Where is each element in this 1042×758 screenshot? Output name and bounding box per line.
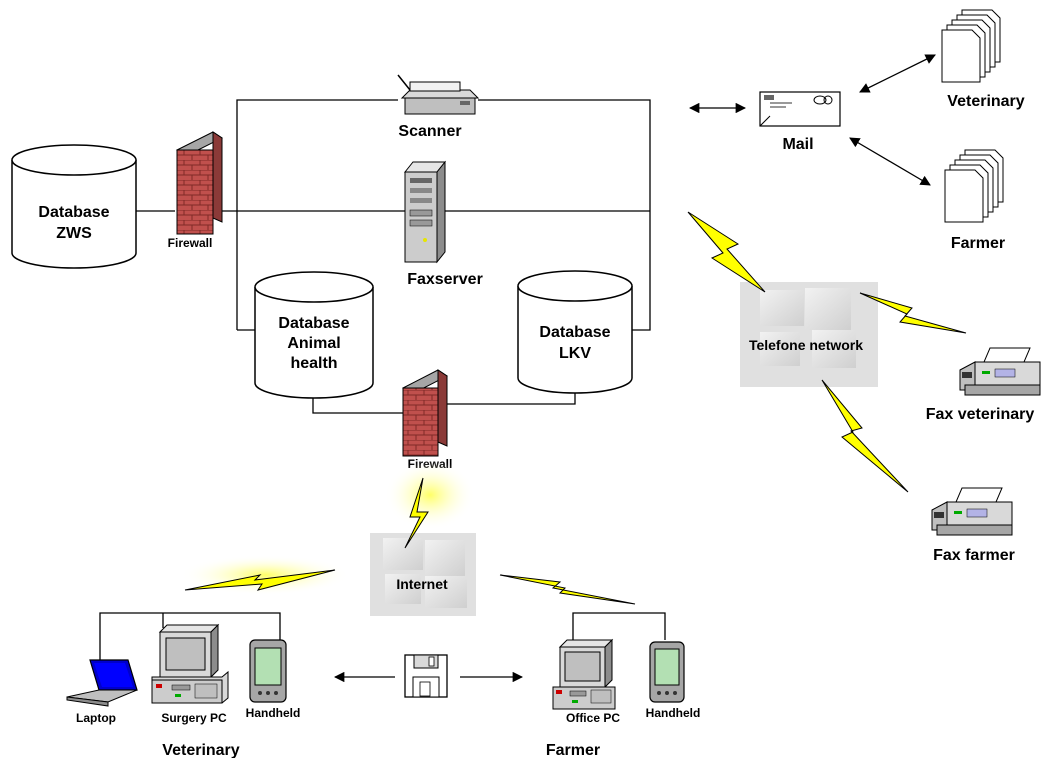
document-veterinary-label: Veterinary (947, 93, 1024, 110)
envelope-icon (759, 91, 841, 127)
desktop-pc-icon (151, 623, 229, 704)
internet: Internet (370, 460, 476, 616)
firewall-bottom: Firewall (402, 369, 452, 471)
firewall-icon (402, 387, 439, 457)
firewall-top-label: Firewall (168, 236, 213, 250)
line-vet-lan (99, 612, 281, 665)
arrow-mail-farmer (849, 137, 931, 186)
laptop-icon (66, 659, 138, 707)
handheld-icon (249, 639, 287, 703)
firewall-top: Firewall (168, 131, 223, 250)
fax-farmer-label: Fax farmer (933, 547, 1015, 564)
database-zws-label-2: ZWS (56, 225, 92, 242)
network-cloud-icon (370, 533, 476, 616)
mail-label: Mail (782, 136, 813, 153)
faxserver: Faxserver (403, 160, 483, 288)
lightning-bolts (687, 211, 967, 493)
document-stack-farmer: Farmer (944, 149, 1005, 252)
database-zws: Database ZWS (11, 144, 137, 269)
group-veterinary-label: Veterinary (162, 742, 239, 758)
document-farmer-label: Farmer (951, 235, 1005, 252)
database-lkv-label-1: Database (539, 324, 610, 341)
database-zws-label-1: Database (38, 204, 109, 221)
laptop-label: Laptop (76, 711, 116, 725)
handheld-veterinary-label: Handheld (246, 706, 301, 720)
lightning-firewall-to-internet (404, 477, 429, 549)
database-animal-health: Database Animal health (254, 271, 374, 399)
scanner-label: Scanner (398, 123, 461, 140)
faxserver-label: Faxserver (407, 271, 483, 288)
lightning-network-to-fax-vet (859, 292, 967, 334)
glow (385, 460, 475, 530)
line-farmer-lan (572, 612, 666, 640)
documents-icon (941, 9, 1001, 83)
scanner: Scanner (397, 74, 480, 140)
database-animal-label-2: Animal (287, 335, 340, 352)
line-firewall-to-lkv (440, 393, 576, 405)
lightning-mail-to-network (687, 211, 766, 293)
line-scanner-to-right (478, 99, 651, 331)
database-animal-label-1: Database (278, 315, 349, 332)
handheld-farmer-label: Handheld (646, 706, 701, 720)
database-animal-label-3: health (290, 355, 337, 372)
internet-label: Internet (396, 576, 448, 592)
network-cloud-icon (740, 282, 878, 387)
fax-machine-icon (959, 347, 1041, 396)
fax-machine-icon (931, 487, 1013, 536)
database-lkv-label-2: LKV (559, 345, 591, 362)
lightning-internet-to-farmer (499, 574, 636, 605)
office-pc-label: Office PC (566, 711, 620, 725)
document-stack-veterinary: Veterinary (941, 9, 1025, 110)
arrow-mail-veterinary (859, 54, 936, 93)
server-tower-icon (403, 160, 447, 264)
fax-veterinary: Fax veterinary (926, 347, 1041, 423)
floppy-disk-icon (404, 654, 448, 698)
firewall-icon (176, 149, 214, 235)
surgery-pc: Surgery PC (151, 623, 229, 725)
office-pc: Office PC (552, 638, 620, 725)
database-lkv: Database LKV (517, 270, 633, 394)
line-left-to-scanner (236, 99, 398, 330)
scanner-icon (397, 74, 480, 115)
floppy-disk (404, 654, 448, 698)
telefone-network-label: Telefone network (749, 337, 863, 353)
lightning-internet-to-vet (180, 555, 350, 595)
documents-icon (944, 149, 1004, 223)
handheld-farmer: Handheld (646, 641, 701, 720)
group-farmer-label: Farmer (546, 742, 600, 758)
desktop-pc-icon (552, 638, 616, 710)
telefone-network: Telefone network (740, 282, 878, 387)
lightning-network-to-fax-farmer (821, 379, 909, 493)
handheld-icon (649, 641, 685, 703)
mail: Mail (759, 91, 841, 153)
handheld-veterinary: Handheld (246, 639, 301, 720)
fax-farmer: Fax farmer (931, 487, 1015, 564)
arrows (333, 54, 936, 683)
fax-veterinary-label: Fax veterinary (926, 406, 1035, 423)
line-animal-db-to-firewall (312, 395, 403, 414)
surgery-pc-label: Surgery PC (161, 711, 227, 725)
network-lines (99, 99, 666, 665)
laptop: Laptop (66, 659, 138, 725)
